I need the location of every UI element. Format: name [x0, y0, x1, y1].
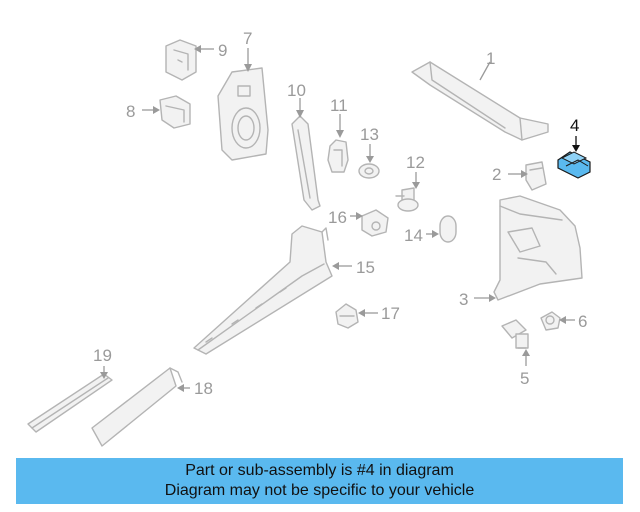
- callout-10: 10: [287, 81, 306, 100]
- part-18-sill-strip: [91, 367, 183, 447]
- callout-4: 4: [570, 116, 579, 135]
- banner-line-1: Part or sub-assembly is #4 in diagram: [185, 462, 454, 479]
- part-9-bracket: [165, 39, 197, 81]
- part-12-screw: [395, 187, 419, 212]
- part-11-grommet: [327, 139, 349, 173]
- part-3-lower-trim-panel: [493, 195, 583, 301]
- callout-13: 13: [360, 125, 379, 144]
- callout-15: 15: [356, 258, 375, 277]
- part-1-pillar-trim: [411, 61, 549, 141]
- callout-16: 16: [328, 208, 347, 227]
- callout-8: 8: [126, 102, 135, 121]
- part-10-weatherstrip: [291, 115, 321, 211]
- part-16-clip: [361, 209, 389, 237]
- callout-6: 6: [578, 312, 587, 331]
- callout-2: 2: [492, 165, 501, 184]
- part-15-sill-trim: [193, 225, 333, 355]
- callout-18: 18: [194, 379, 213, 398]
- callout-5: 5: [520, 369, 529, 388]
- callout-14: 14: [404, 226, 423, 245]
- parts-diagram: 1 2 3 4 5 6: [27, 29, 591, 447]
- callout-1: 1: [486, 49, 495, 68]
- part-13-washer: [358, 163, 380, 179]
- part-7-upper-trim: [217, 67, 269, 161]
- callout-3: 3: [459, 290, 468, 309]
- part-17-clip: [335, 303, 359, 329]
- callout-7: 7: [243, 29, 252, 48]
- callout-17: 17: [381, 304, 400, 323]
- leader-1: [479, 61, 491, 81]
- part-19-scuff-strip: [27, 373, 113, 433]
- part-2-clip: [525, 161, 547, 191]
- part-5-push-fastener: [501, 319, 529, 349]
- callout-9: 9: [218, 41, 227, 60]
- callout-11: 11: [330, 96, 348, 115]
- part-4-highlighted-clip: [557, 151, 591, 179]
- banner-line-2: Diagram may not be specific to your vehi…: [164, 482, 475, 499]
- callout-12: 12: [406, 153, 425, 172]
- part-6-cap-nut: [540, 311, 561, 331]
- part-14-oval-plug: [439, 215, 457, 243]
- callout-19: 19: [93, 346, 112, 365]
- part-8-clip: [159, 95, 191, 129]
- info-banner: Part or sub-assembly is #4 in diagram Di…: [16, 458, 623, 504]
